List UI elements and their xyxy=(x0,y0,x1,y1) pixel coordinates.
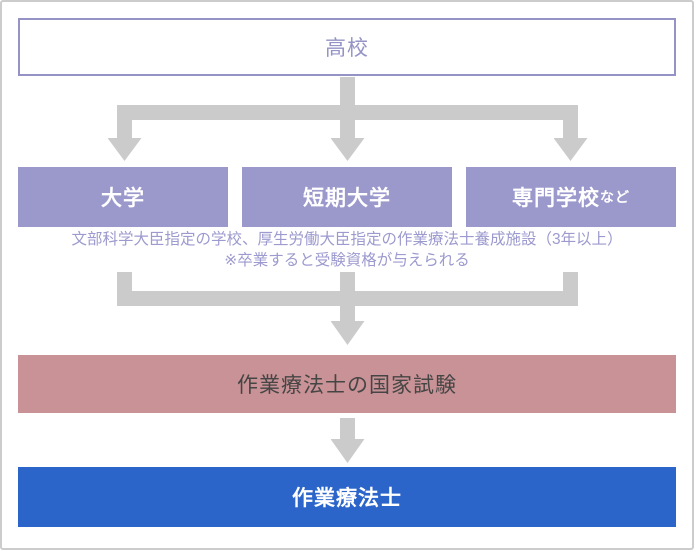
arrow-down-icon xyxy=(330,321,365,345)
node-vocational-school-label: 専門学校 xyxy=(512,187,600,210)
node-university: 大学 xyxy=(18,167,228,227)
arrow-stem xyxy=(340,272,355,291)
qualification-note-line2: ※卒業すると受験資格が与えられる xyxy=(224,252,470,269)
arrow-stem xyxy=(340,418,355,439)
node-junior-college: 短期大学 xyxy=(242,167,452,227)
arrow-down-icon xyxy=(330,138,365,161)
node-occupational-therapist: 作業療法士 xyxy=(18,467,676,527)
node-high-school-label: 高校 xyxy=(325,37,369,60)
arrow-down-icon xyxy=(553,138,588,161)
qualification-note: 文部科学大臣指定の学校、厚生労働大臣指定の作業療法士養成施設（3年以上） ※卒業… xyxy=(2,229,692,271)
node-occupational-therapist-label: 作業療法士 xyxy=(292,487,402,510)
arrow-down-icon xyxy=(330,439,365,463)
arrow-stem xyxy=(117,272,132,291)
node-national-exam: 作業療法士の国家試験 xyxy=(18,355,676,413)
node-vocational-school: 専門学校など xyxy=(466,167,676,227)
arrow-stem xyxy=(117,120,132,138)
arrow-crossbar xyxy=(117,291,578,306)
qualification-note-line1: 文部科学大臣指定の学校、厚生労働大臣指定の作業療法士養成施設（3年以上） xyxy=(71,231,623,248)
node-high-school: 高校 xyxy=(18,18,676,76)
arrow-stem xyxy=(563,120,578,138)
arrow-stem xyxy=(563,272,578,291)
node-university-label: 大学 xyxy=(101,187,145,210)
node-junior-college-label: 短期大学 xyxy=(303,187,391,210)
arrow-down-icon xyxy=(107,138,142,161)
node-vocational-school-suffix: など xyxy=(600,189,630,205)
arrow-crossbar xyxy=(117,105,578,120)
node-national-exam-label: 作業療法士の国家試験 xyxy=(237,374,457,397)
arrow-stem xyxy=(340,120,355,138)
arrow-stem xyxy=(340,306,355,321)
